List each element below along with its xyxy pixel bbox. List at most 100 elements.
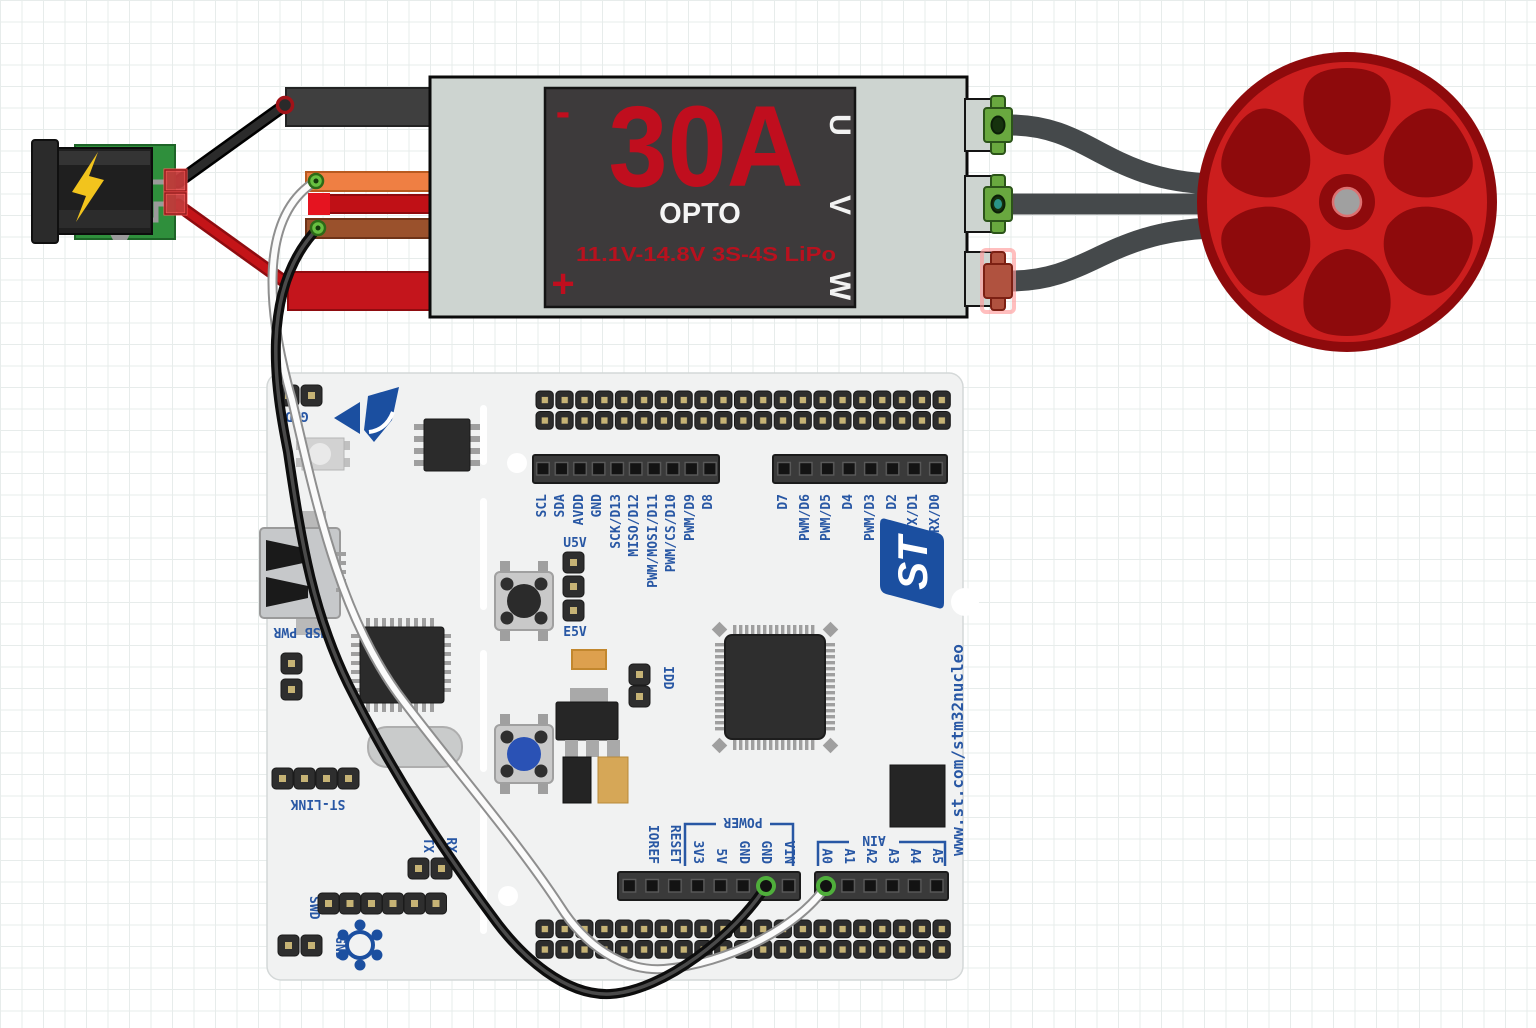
ground-wire-black[interactable] xyxy=(270,223,771,1000)
stlink-header-pad[interactable] xyxy=(293,767,316,790)
stlink-label: ST-LINK xyxy=(290,796,345,811)
tx-label: TX xyxy=(420,837,435,853)
esc[interactable]: - 30A OPTO 11.1V-14.8V 3S-4S LiPo + U V … xyxy=(428,75,994,319)
arduino-header-top-left[interactable] xyxy=(532,454,720,484)
power-jack[interactable] xyxy=(31,139,188,244)
pin-label: SCK/D13 xyxy=(609,494,624,549)
connection-point-gnd-pin[interactable] xyxy=(756,876,776,896)
connection-point-negative[interactable] xyxy=(275,95,295,115)
morpho-header-bottom[interactable] xyxy=(535,919,952,961)
pin-label: D2 xyxy=(885,494,900,510)
stlink-header-pad[interactable] xyxy=(271,767,294,790)
mcu-corner-mark xyxy=(711,737,728,754)
motor-shaft xyxy=(1331,186,1363,218)
soic8-chip xyxy=(414,418,480,472)
breakoff-slot xyxy=(480,650,487,772)
mcu-corner-mark xyxy=(822,737,839,754)
swd-pad[interactable] xyxy=(317,892,340,915)
top-pin-labels: SCL SDA AVDD GND SCK/D13 MISO/D12 PWM/MO… xyxy=(535,494,943,588)
esc-signal-wire-orange[interactable] xyxy=(305,171,435,192)
pin-label: A4 xyxy=(907,848,922,864)
motor-spoke-cutouts xyxy=(1221,68,1473,336)
esc-phase-v-label: V xyxy=(823,195,856,215)
motor-phase-wire-u[interactable] xyxy=(999,114,1223,195)
stm32-mcu-chip[interactable] xyxy=(711,621,839,754)
ain-group-bracket xyxy=(816,840,947,866)
ain-header[interactable] xyxy=(814,871,949,901)
solder-pad[interactable] xyxy=(280,652,303,675)
barrel-highlight xyxy=(55,151,150,165)
motor-phase-wire-w[interactable] xyxy=(999,217,1223,292)
molecule-logo-icon xyxy=(337,919,383,971)
power-group-bracket xyxy=(683,822,795,866)
esc-leads xyxy=(285,87,437,311)
mcu-corner-mark xyxy=(711,621,728,638)
lightning-bolt-icon xyxy=(72,152,104,222)
jack-pin-positive[interactable] xyxy=(163,191,188,216)
u5v-pad[interactable] xyxy=(562,551,585,574)
pin-label: 5V xyxy=(713,848,728,864)
pin-label: GND xyxy=(590,494,605,518)
esc-phase-u-label: U xyxy=(823,114,856,136)
pin-label: AVDD xyxy=(572,494,587,525)
bullet-v-hole xyxy=(994,199,1002,209)
pin-label: D8 xyxy=(701,494,716,510)
signal-wire-white[interactable] xyxy=(267,176,831,975)
st-logo: ST xyxy=(880,518,944,609)
breakoff-slot xyxy=(480,405,487,465)
nucleo-board[interactable]: SCL SDA AVDD GND SCK/D13 MISO/D12 PWM/MO… xyxy=(259,372,979,981)
reset-button-cap[interactable] xyxy=(507,584,541,618)
esc-battery-negative-lead[interactable] xyxy=(285,87,437,127)
pin-label: SCL xyxy=(535,494,550,518)
swd-pad[interactable] xyxy=(425,892,447,915)
arduino-header-top-right[interactable] xyxy=(772,454,948,484)
pin-label: RESET xyxy=(667,825,682,864)
pin-label: D4 xyxy=(841,494,856,510)
st-url-label: www.st.com/stm32nucleo xyxy=(948,644,967,856)
pin-label: RX/D0 xyxy=(928,494,943,533)
brushless-motor[interactable] xyxy=(1197,52,1497,352)
bullet-connector-w[interactable] xyxy=(980,248,1016,314)
usb-pwr-label: USB PWR xyxy=(273,624,328,639)
solder-pad[interactable] xyxy=(280,678,303,701)
esc-battery-positive-lead[interactable] xyxy=(287,271,435,311)
connection-point-a0-pin[interactable] xyxy=(816,876,836,896)
gnd-pad[interactable] xyxy=(277,934,300,957)
idd-pad[interactable] xyxy=(628,663,651,686)
swd-pad[interactable] xyxy=(403,892,426,915)
stlink-header-pad[interactable] xyxy=(315,767,338,790)
smd-capacitor-tan xyxy=(597,756,629,804)
swd-pad[interactable] xyxy=(339,892,361,915)
stlink-header-pad[interactable] xyxy=(337,767,360,790)
pin-label: PWM/D9 xyxy=(683,494,698,541)
mcu-leads xyxy=(715,625,835,750)
jumper-pad[interactable] xyxy=(562,575,585,598)
morpho-header-top[interactable] xyxy=(535,390,952,431)
e5v-pad[interactable] xyxy=(562,599,585,622)
esc-type-label: OPTO xyxy=(659,198,741,230)
gnd-pad[interactable] xyxy=(300,384,323,407)
pin-label: A2 xyxy=(863,848,878,864)
smd-component-black xyxy=(562,756,592,804)
tx-pad[interactable] xyxy=(407,857,430,880)
red-wire-end-cap[interactable] xyxy=(308,193,330,215)
jack-pin-negative[interactable] xyxy=(163,168,188,193)
pin-label: PWM/D6 xyxy=(798,494,813,541)
idd-pad[interactable] xyxy=(628,685,651,708)
u5v-label: U5V xyxy=(563,536,587,551)
ain-group-label: AIN xyxy=(862,832,886,847)
pin-label: IOREF xyxy=(645,825,660,864)
pin-label: PWM/MOSI/D11 xyxy=(646,494,661,588)
gnd-pad[interactable] xyxy=(300,934,323,957)
pin-label: PWM/CS/D10 xyxy=(664,494,679,572)
breakoff-slot xyxy=(480,498,487,610)
user-button-cap[interactable] xyxy=(507,737,541,771)
voltage-regulator xyxy=(555,688,620,757)
swd-pad[interactable] xyxy=(360,892,383,915)
esc-label xyxy=(543,86,857,309)
mounting-hole xyxy=(507,453,527,473)
swd-pad[interactable] xyxy=(382,892,404,915)
battery-negative-wire[interactable] xyxy=(171,98,292,189)
nucleo-pcb[interactable] xyxy=(266,372,964,981)
